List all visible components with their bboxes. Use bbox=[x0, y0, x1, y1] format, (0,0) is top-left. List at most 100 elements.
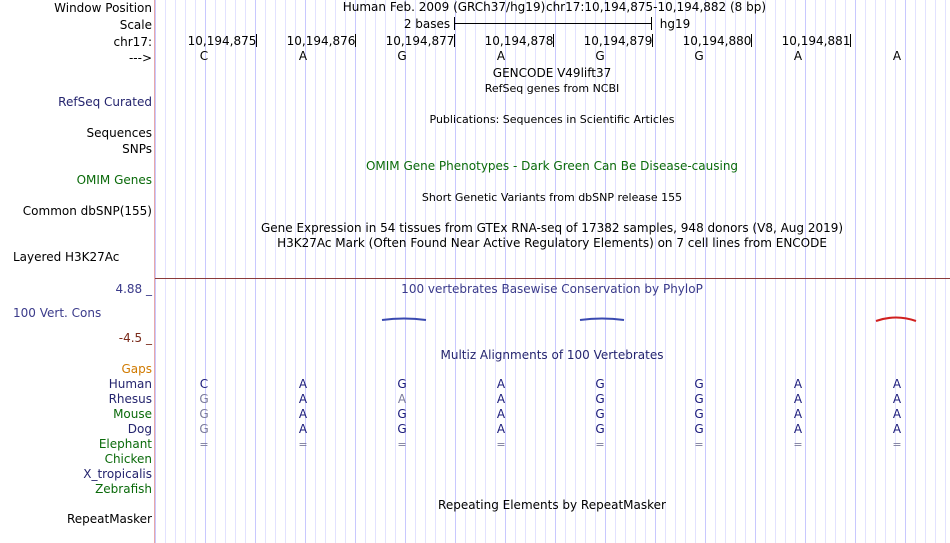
nucleotide: G bbox=[694, 49, 704, 63]
h3k27ac-track-title[interactable]: H3K27Ac Mark (Often Found Near Active Re… bbox=[277, 236, 827, 250]
aligned-base: G bbox=[199, 407, 209, 421]
grid-line bbox=[865, 0, 866, 543]
aligned-base: = bbox=[595, 438, 605, 451]
grid-line bbox=[155, 0, 156, 543]
grid-line bbox=[315, 0, 316, 543]
snps-track-label[interactable]: SNPs bbox=[122, 142, 152, 156]
grid-line bbox=[385, 0, 386, 543]
species-label-gaps[interactable]: Gaps bbox=[121, 362, 152, 376]
grid-line bbox=[165, 0, 166, 543]
grid-line bbox=[425, 0, 426, 543]
grid-line bbox=[935, 0, 936, 543]
omim-track-title[interactable]: OMIM Gene Phenotypes - Dark Green Can Be… bbox=[365, 159, 739, 173]
ruler-tick bbox=[553, 34, 554, 47]
grid-line bbox=[825, 0, 826, 543]
aligned-base: G bbox=[694, 422, 704, 436]
grid-line bbox=[805, 0, 806, 543]
grid-line bbox=[695, 0, 696, 543]
grid-line bbox=[195, 0, 196, 543]
aligned-base: = bbox=[892, 438, 902, 451]
grid-line bbox=[785, 0, 786, 543]
omim-track-label[interactable]: OMIM Genes bbox=[76, 173, 152, 187]
grid-line bbox=[445, 0, 446, 543]
aligned-base: G bbox=[397, 377, 407, 391]
grid-line bbox=[395, 0, 396, 543]
refseq-track-title[interactable]: RefSeq genes from NCBI bbox=[484, 82, 620, 95]
dbsnp-track-label[interactable]: Common dbSNP(155) bbox=[22, 204, 152, 218]
gencode-track-title[interactable]: GENCODE V49lift37 bbox=[492, 66, 612, 80]
grid-line bbox=[455, 0, 456, 543]
species-label-chicken[interactable]: Chicken bbox=[104, 452, 152, 466]
grid-line bbox=[365, 0, 366, 543]
grid-line bbox=[635, 0, 636, 543]
grid-line bbox=[645, 0, 646, 543]
scale-bar bbox=[454, 23, 652, 24]
nucleotide: C bbox=[199, 49, 209, 63]
scale-bar-right-tick bbox=[651, 17, 652, 30]
scale-text: 2 bases bbox=[403, 17, 451, 31]
aligned-base: A bbox=[298, 377, 308, 391]
species-label-x-tropicalis[interactable]: X_tropicalis bbox=[83, 467, 152, 481]
grid-line bbox=[795, 0, 796, 543]
grid-line bbox=[775, 0, 776, 543]
species-label-dog[interactable]: Dog bbox=[127, 422, 152, 436]
species-label-human[interactable]: Human bbox=[108, 377, 152, 391]
aligned-base: A bbox=[298, 407, 308, 421]
aligned-base: A bbox=[793, 407, 803, 421]
aligned-base: A bbox=[298, 392, 308, 406]
aligned-base: = bbox=[397, 438, 407, 451]
aligned-base: G bbox=[199, 392, 209, 406]
h3k27ac-track-label[interactable]: Layered H3K27Ac bbox=[13, 250, 120, 264]
grid-line bbox=[255, 0, 256, 543]
grid-line bbox=[715, 0, 716, 543]
aligned-base: A bbox=[793, 422, 803, 436]
strand-label[interactable]: ---> bbox=[128, 51, 152, 65]
grid-line bbox=[375, 0, 376, 543]
aligned-base: G bbox=[694, 377, 704, 391]
label-divider bbox=[154, 0, 155, 543]
grid-line bbox=[845, 0, 846, 543]
species-label-rhesus[interactable]: Rhesus bbox=[108, 392, 152, 406]
repeatmasker-track-label[interactable]: RepeatMasker bbox=[66, 512, 152, 526]
ruler-position-label: 10,194,876 bbox=[286, 34, 356, 48]
assembly-text: Human Feb. 2009 (GRCh37/hg19) bbox=[342, 0, 546, 14]
ruler-tick bbox=[454, 34, 455, 47]
dbsnp-track-title[interactable]: Short Genetic Variants from dbSNP releas… bbox=[421, 191, 683, 204]
gtex-track-title[interactable]: Gene Expression in 54 tissues from GTEx … bbox=[260, 221, 844, 235]
cons-track-title[interactable]: 100 vertebrates Basewise Conservation by… bbox=[401, 282, 703, 296]
grid-line bbox=[765, 0, 766, 543]
grid-line bbox=[435, 0, 436, 543]
ruler-tick bbox=[256, 34, 257, 47]
aligned-base: G bbox=[199, 422, 209, 436]
repeatmasker-track-title[interactable]: Repeating Elements by RepeatMasker bbox=[438, 498, 666, 512]
multiz-track-title[interactable]: Multiz Alignments of 100 Vertebrates bbox=[440, 348, 664, 362]
grid-line bbox=[755, 0, 756, 543]
pubs-track-title[interactable]: Publications: Sequences in Scientific Ar… bbox=[429, 113, 675, 126]
grid-line bbox=[245, 0, 246, 543]
grid-line bbox=[655, 0, 656, 543]
aligned-base: A bbox=[793, 392, 803, 406]
grid-line bbox=[905, 0, 906, 543]
species-label-zebrafish[interactable]: Zebrafish bbox=[95, 482, 152, 496]
aligned-base: A bbox=[496, 422, 506, 436]
grid-line bbox=[815, 0, 816, 543]
species-label-elephant[interactable]: Elephant bbox=[98, 437, 152, 451]
species-label-mouse[interactable]: Mouse bbox=[113, 407, 152, 421]
aligned-base: G bbox=[694, 407, 704, 421]
aligned-base: A bbox=[496, 377, 506, 391]
aligned-base: = bbox=[694, 438, 704, 451]
cons-track-label[interactable]: 100 Vert. Cons bbox=[13, 306, 102, 320]
ruler-position-label: 10,194,880 bbox=[682, 34, 752, 48]
grid-line bbox=[265, 0, 266, 543]
grid-line bbox=[685, 0, 686, 543]
aligned-base: A bbox=[892, 377, 902, 391]
nucleotide: A bbox=[496, 49, 506, 63]
sequences-track-label[interactable]: Sequences bbox=[86, 126, 152, 140]
aligned-base: A bbox=[397, 392, 407, 406]
aligned-base: G bbox=[595, 407, 605, 421]
ruler-position-label: 10,194,877 bbox=[385, 34, 455, 48]
grid-line bbox=[475, 0, 476, 543]
refseq-track-label[interactable]: RefSeq Curated bbox=[58, 95, 152, 109]
grid-line bbox=[875, 0, 876, 543]
grid-line bbox=[215, 0, 216, 543]
